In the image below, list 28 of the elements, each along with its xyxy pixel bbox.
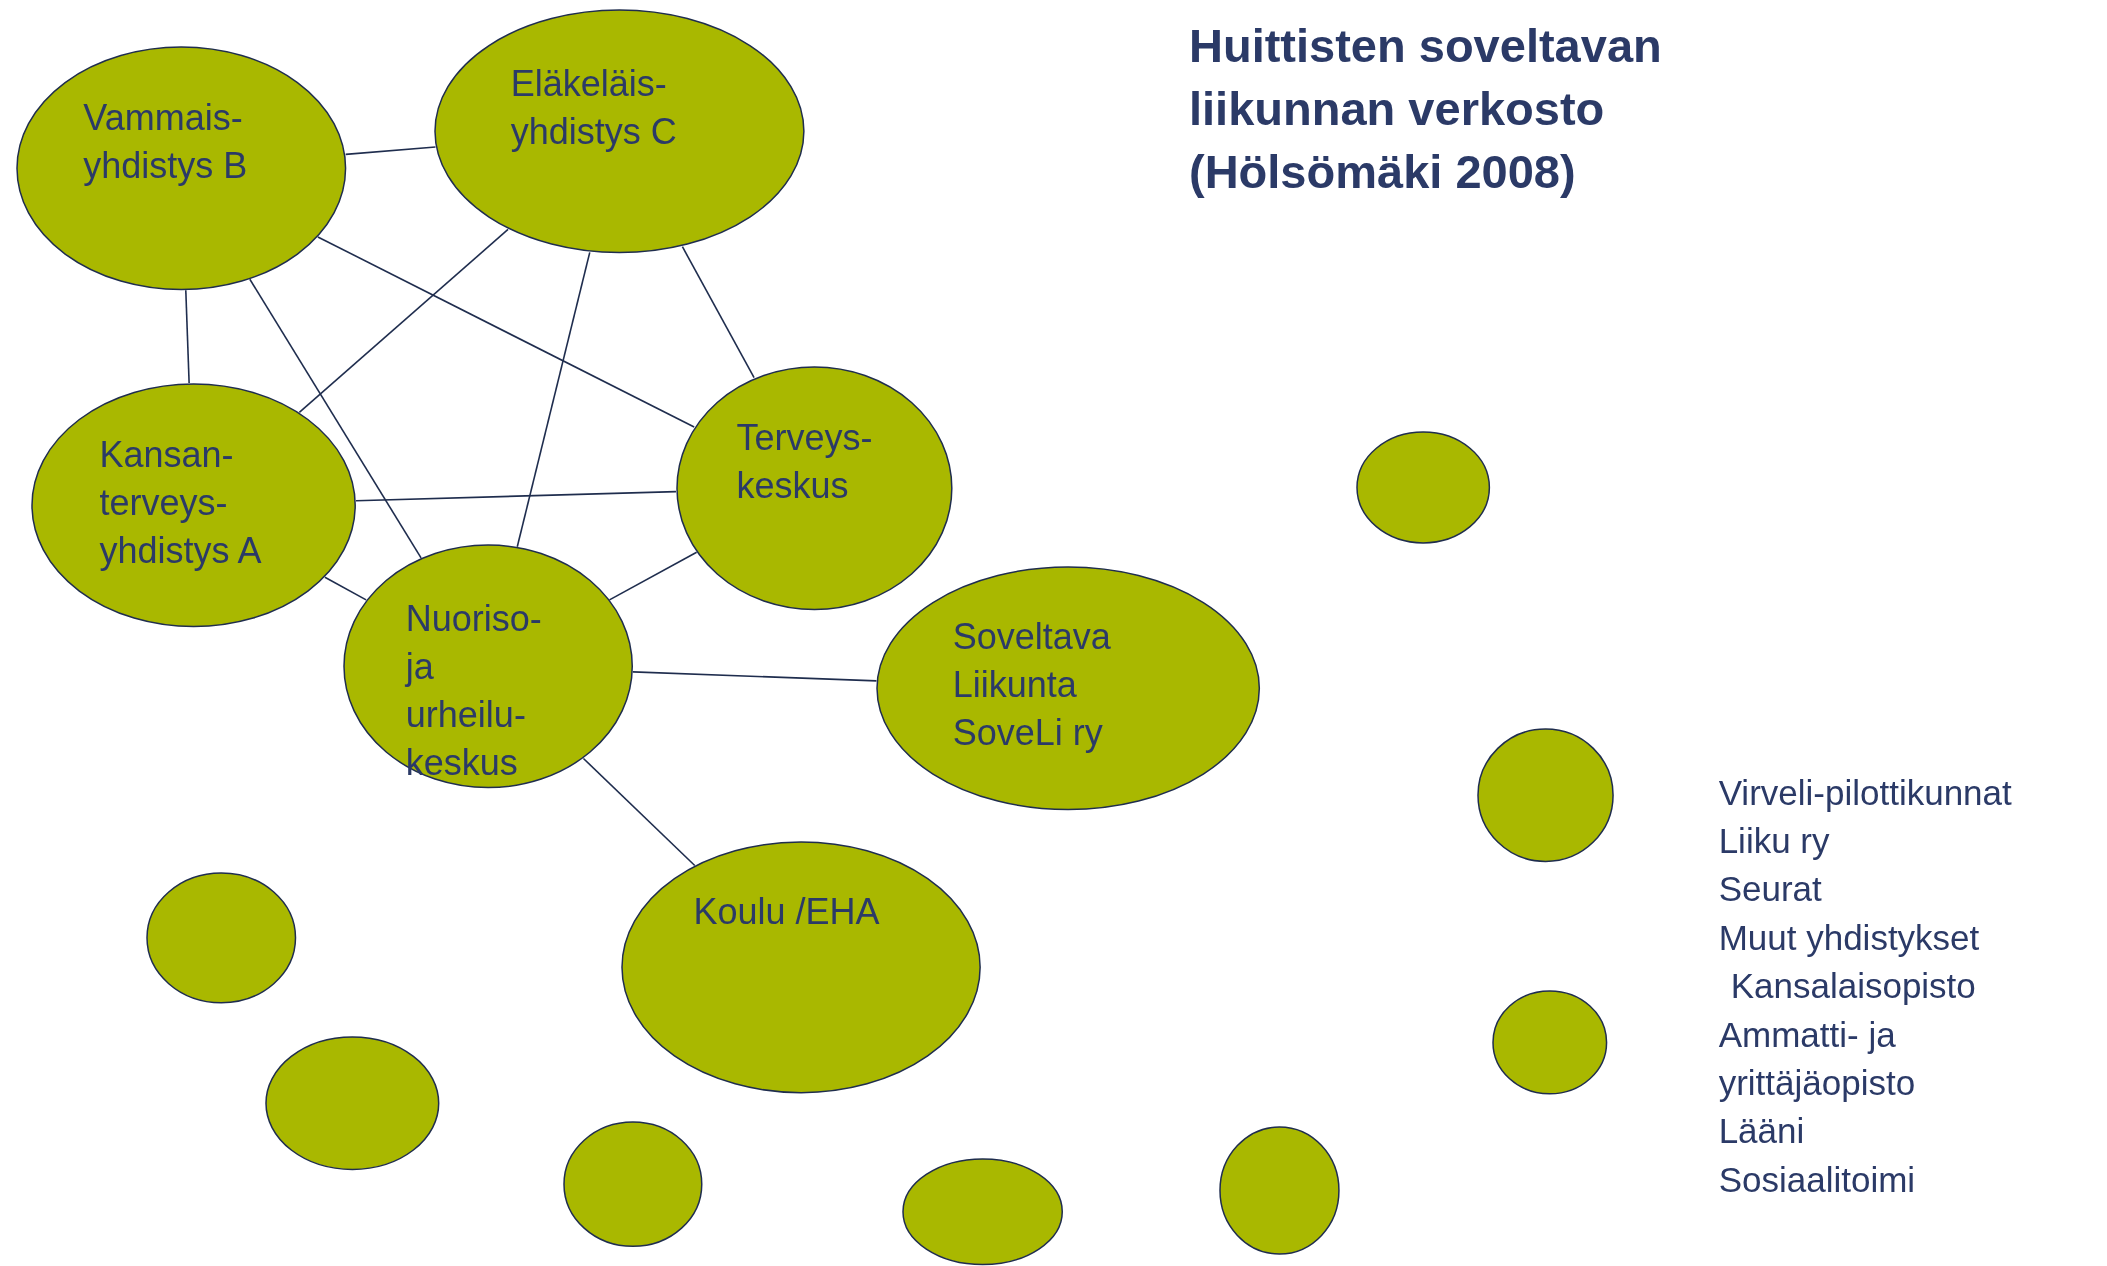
- node-label: Eläkeläis-yhdistys C: [510, 62, 678, 155]
- node-label: Soveltava Liikunta SoveLi ry: [952, 614, 1112, 755]
- list-item: Sosiaalitoimi: [1718, 1158, 1916, 1201]
- connector-line: [516, 251, 591, 548]
- list-item: Liiku ry: [1718, 820, 1830, 862]
- list-item: Muut yhdistykset: [1718, 916, 1980, 959]
- connector-line: [631, 671, 878, 682]
- list-item: Kansalaisopisto: [1729, 965, 1976, 1008]
- list-item: Ammatti- ja yrittäjäopisto: [1718, 1013, 1917, 1104]
- node-label: Vammais-yhdistys B: [83, 96, 249, 189]
- connector-line: [324, 576, 367, 601]
- list-item: Lääni: [1718, 1110, 1805, 1153]
- connector-line: [298, 228, 509, 414]
- connector-line: [582, 757, 696, 867]
- connector-line: [608, 551, 698, 601]
- node-label: Kansan-terveys-yhdistys A: [99, 433, 263, 574]
- node-label: Koulu /EHA: [693, 890, 880, 935]
- list-item: Virveli-pilottikunnat: [1718, 771, 2012, 814]
- connector-line: [681, 245, 755, 379]
- title: Huittisten soveltavan liikunnan verkosto (Hölsömäki 2008): [1189, 18, 1663, 200]
- connector-line: [249, 278, 422, 559]
- connector-line: [344, 146, 437, 156]
- connector-line: [185, 289, 190, 384]
- node-label: Terveys-keskus: [736, 415, 873, 508]
- node-label: Nuoriso- ja urheilu-keskus: [405, 597, 542, 786]
- connector-line: [355, 490, 677, 502]
- list-item: Seurat: [1718, 868, 1822, 911]
- connector-line: [317, 236, 695, 428]
